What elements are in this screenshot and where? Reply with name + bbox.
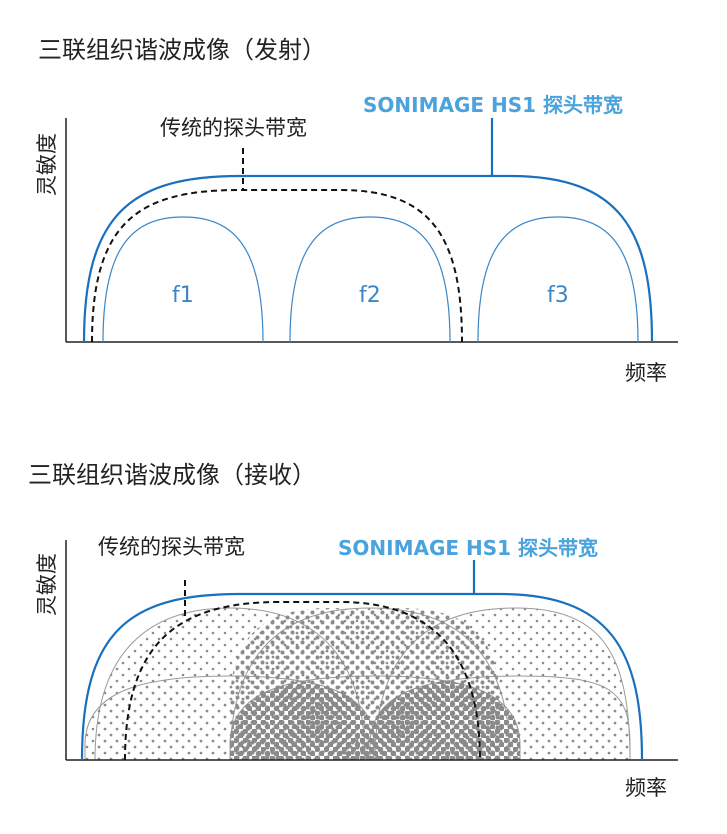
receive-panel: 三联组织谐波成像（接收） 灵敏度 频率 [28,461,678,800]
receive-title: 三联组织谐波成像（接收） [28,461,316,489]
receive-x-axis-label: 频率 [625,776,667,800]
transmit-y-axis-label: 灵敏度 [35,133,59,196]
receive-y-axis-label: 灵敏度 [35,553,59,616]
receive-dotted-bands [84,607,631,761]
band-f1-label: f1 [172,283,194,308]
receive-conventional-label: 传统的探头带宽 [98,535,245,559]
band-f2-label: f2 [359,283,381,308]
receive-sonimage-label: SONIMAGE HS1 探头带宽 [338,536,598,560]
transmit-conventional-label: 传统的探头带宽 [160,116,307,140]
transmit-title: 三联组织谐波成像（发射） [38,36,326,64]
transmit-sonimage-label: SONIMAGE HS1 探头带宽 [363,93,623,117]
band-f1-curve [102,216,264,343]
transmit-sonimage-bandwidth-curve [82,174,654,343]
receive-sonimage-bandwidth-curve [80,592,644,761]
transmit-conventional-bandwidth-curve [91,189,463,343]
band-f3-curve [477,216,639,343]
band-f3-label: f3 [547,283,569,308]
transmit-panel: 三联组织谐波成像（发射） 灵敏度 频率 f1 f2 f3 传统的探头带宽 SON… [35,36,678,385]
receive-conventional-bandwidth-curve [124,601,481,761]
transmit-x-axis-label: 频率 [625,361,667,385]
band-f2-curve [289,216,451,343]
